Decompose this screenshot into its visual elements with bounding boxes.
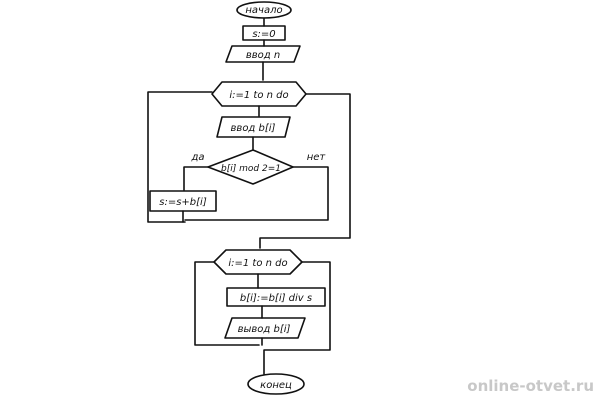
start-label: начало <box>245 5 282 16</box>
sum-label: s:=s+b[i] <box>159 197 207 208</box>
input-b-block <box>216 116 291 138</box>
output-block <box>224 317 306 339</box>
init-s-label: s:=0 <box>252 29 275 40</box>
end-label: конец <box>260 380 292 391</box>
divide-block <box>226 287 326 307</box>
input-n-label: ввод n <box>246 50 280 61</box>
output-label: вывод b[i] <box>238 324 291 335</box>
input-b-label: ввод b[i] <box>231 123 276 134</box>
yes-branch-edge <box>183 166 209 191</box>
no-branch-edge <box>184 166 329 221</box>
loop2-exit-edge <box>263 261 331 375</box>
loop1-exit-edge <box>259 93 351 249</box>
watermark: online-otvet.ru <box>467 377 594 395</box>
condition-label: b[i] mod 2=1 <box>221 164 281 174</box>
loop2-label: i:=1 to n do <box>228 258 287 269</box>
loop1-back-edge <box>147 91 213 223</box>
yes-label: да <box>190 152 204 163</box>
loop2-back-edge <box>194 261 260 346</box>
no-label: нет <box>307 152 327 163</box>
input-n-block <box>225 45 301 63</box>
condition-block <box>207 149 294 185</box>
end-terminal <box>247 373 305 395</box>
divide-label: b[i]:=b[i] div s <box>240 293 312 304</box>
loop1-label: i:=1 to n do <box>229 90 288 101</box>
